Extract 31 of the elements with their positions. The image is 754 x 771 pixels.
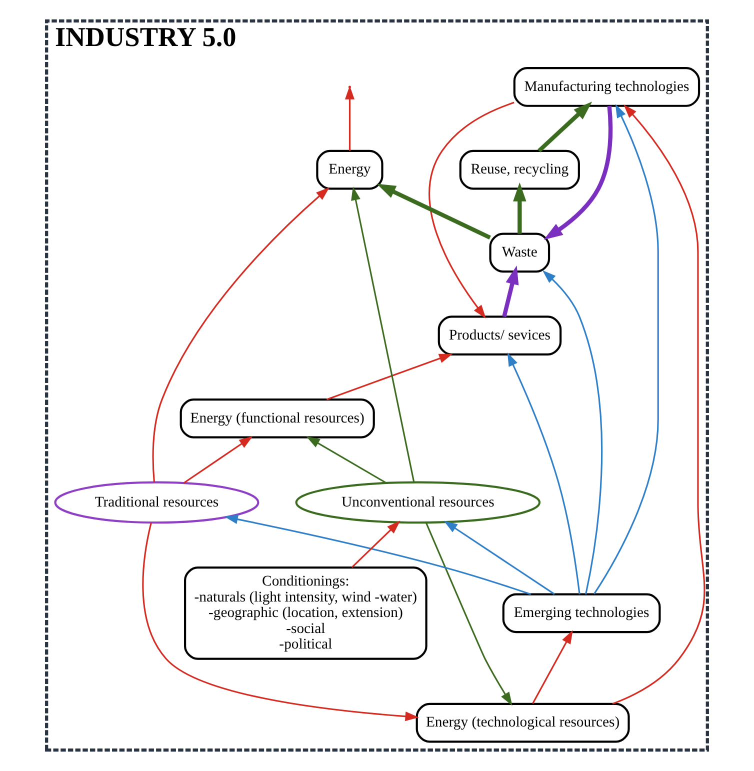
arrow (306, 436, 387, 484)
arrow (538, 102, 592, 152)
node-box: Energy (technological resources) (416, 702, 630, 743)
arrow (594, 104, 659, 594)
arrow (351, 186, 415, 482)
node-box: Conditionings: -naturals (light intensity, wind -water) -geographic (location, extension) -social -political (184, 566, 428, 660)
arrow (542, 270, 603, 594)
arrow (544, 106, 613, 240)
node-box: Products/ sevices (438, 316, 562, 356)
arrow (376, 184, 491, 240)
arrow (428, 102, 514, 318)
arrow (152, 187, 330, 482)
node-box: Waste (489, 232, 550, 273)
node-box: Energy (316, 150, 384, 190)
node-ellipse: Unconventional resources (295, 481, 541, 524)
arrow (502, 265, 519, 318)
arrow (224, 514, 531, 595)
arrow (532, 630, 573, 704)
arrow (444, 520, 555, 595)
node-box: Energy (functional resources) (180, 398, 375, 438)
arrow (425, 522, 512, 706)
arrow (326, 354, 453, 400)
arrow (142, 522, 419, 722)
node-box: Reuse, recycling (459, 150, 580, 190)
arrow (351, 520, 400, 568)
arrow (183, 436, 253, 484)
node-box: Manufacturing technologies (513, 67, 700, 107)
node-box: Emerging technologies (502, 593, 661, 634)
arrow (513, 182, 526, 234)
arrow (612, 104, 706, 705)
arrow (507, 352, 580, 594)
